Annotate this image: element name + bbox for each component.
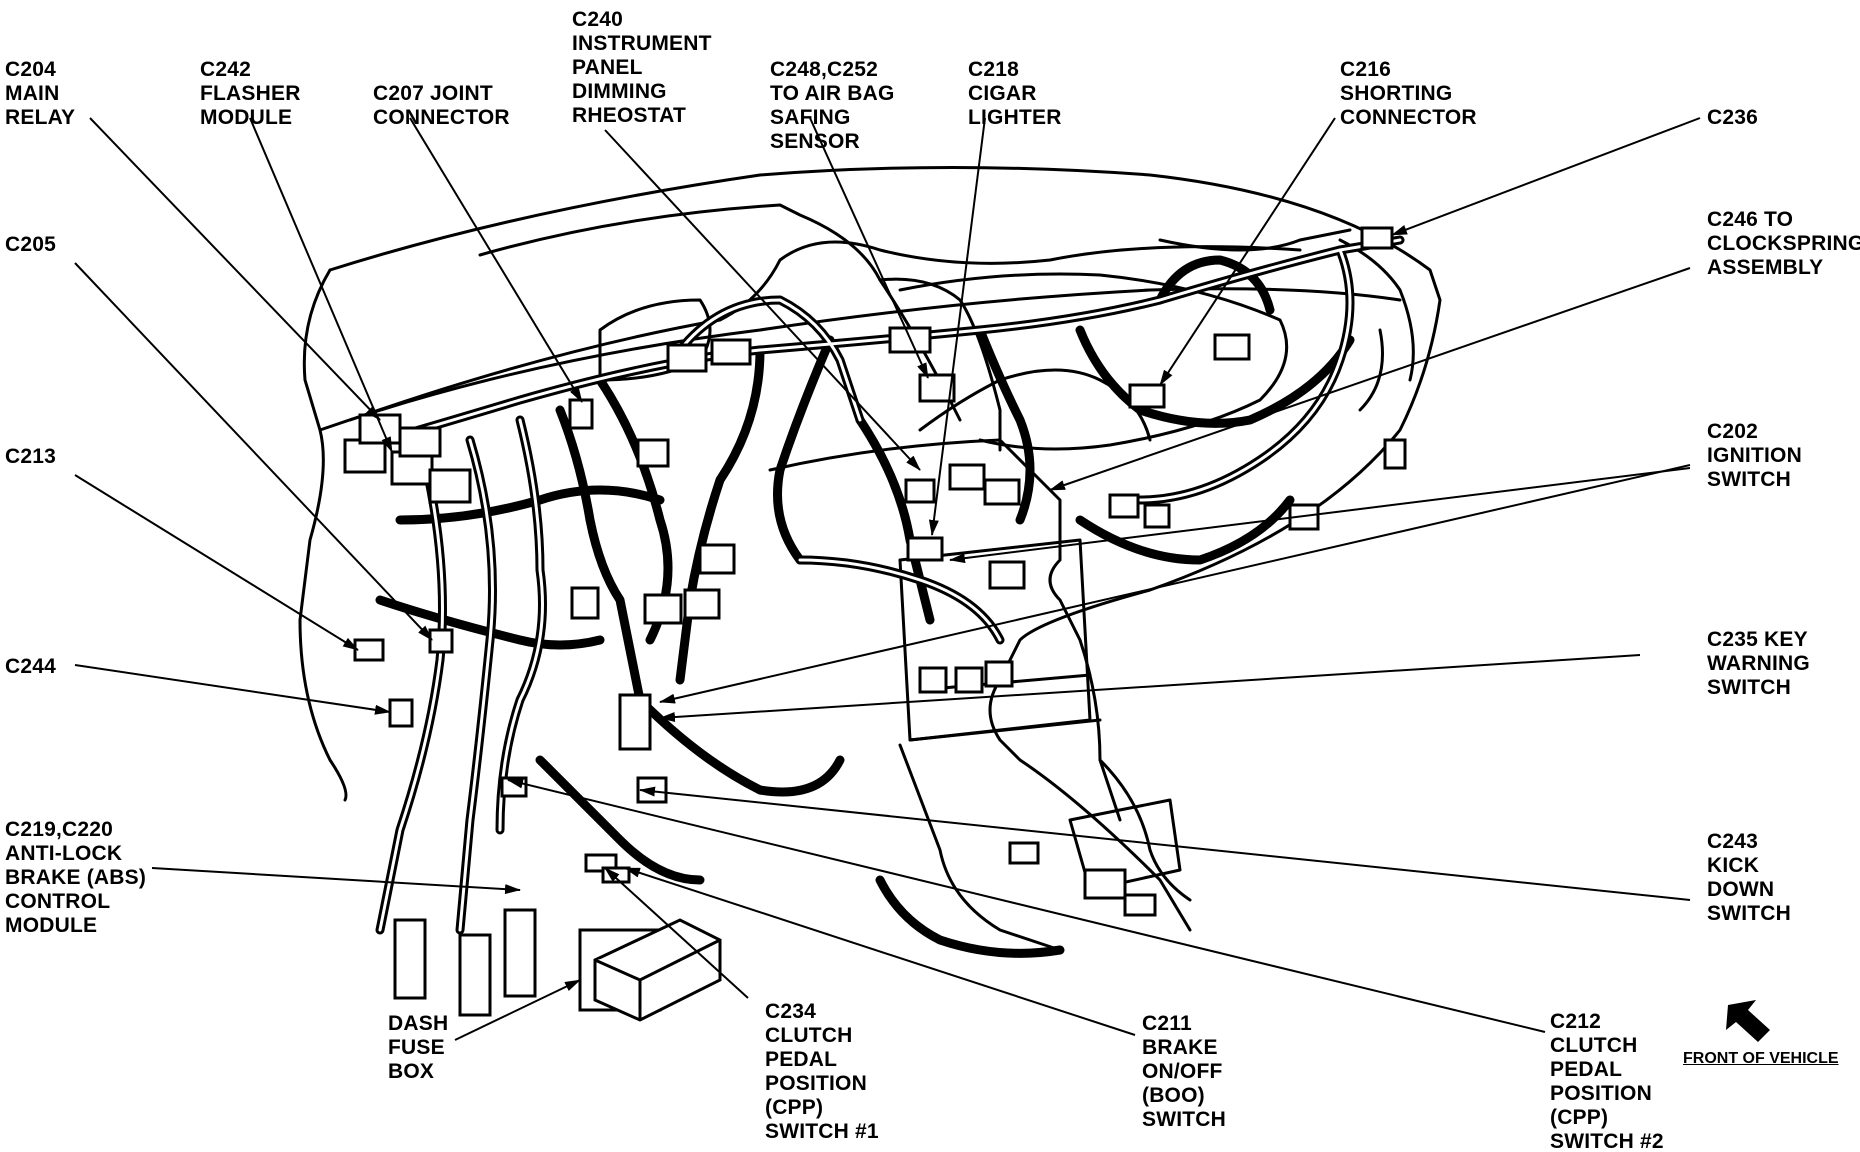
front-of-vehicle-arrow-icon [1726, 1000, 1770, 1042]
label-c213: C213 [5, 445, 57, 468]
harness-highlight [348, 238, 1402, 932]
connectors [343, 226, 1407, 1022]
front-of-vehicle-label: FRONT OF VEHICLE [1683, 1050, 1839, 1067]
label-c205: C205 [5, 233, 57, 256]
label-c236: C236 [1707, 106, 1759, 129]
leader-lines [74, 117, 1701, 1041]
label-c244: C244 [5, 655, 57, 678]
